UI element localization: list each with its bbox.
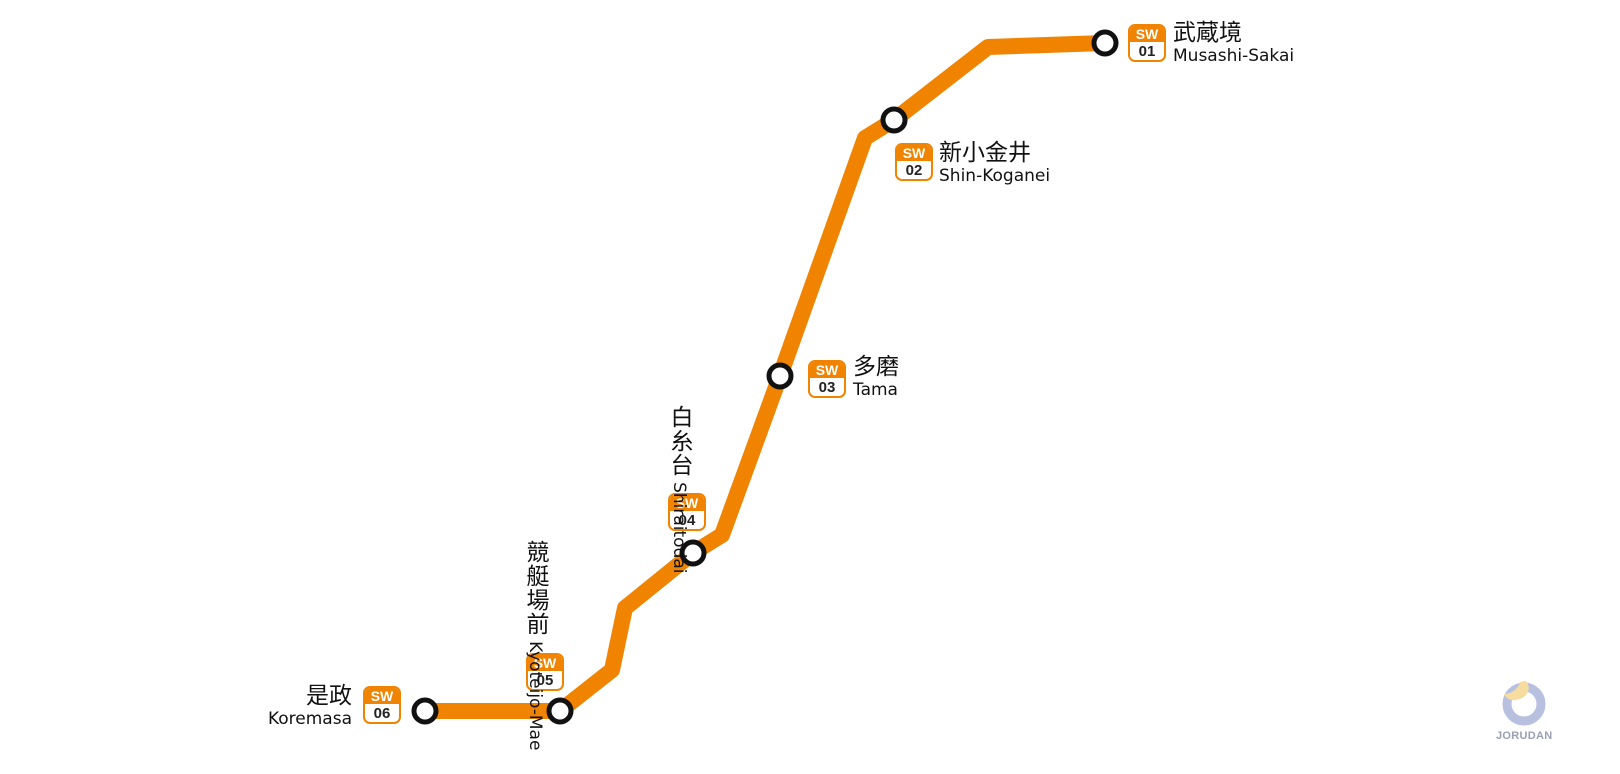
station-name-en: Koremasa: [267, 709, 352, 729]
station-number-badge-sw03: SW 03: [808, 360, 846, 398]
station-number: 05: [536, 672, 554, 689]
station-number-badge-sw06: SW 06: [363, 686, 401, 724]
station-name-jp: 新小金井: [939, 140, 1031, 166]
jorudan-logo-icon: [1502, 681, 1546, 726]
line-seibu-tamagawa: [425, 35, 1106, 719]
station-name-jp: 多磨: [853, 354, 899, 380]
station-number-badge-sw01: SW 01: [1128, 24, 1166, 62]
station-number-badge-sw05: SW 05: [526, 653, 564, 691]
station-number: 01: [1138, 43, 1156, 60]
station-label-sw01[interactable]: 武蔵境 Musashi-Sakai: [1173, 20, 1294, 66]
station-number: 04: [678, 512, 696, 529]
station-name-jp: 武蔵境: [1173, 20, 1242, 46]
station-name-en: Kyoteijo-Mae: [525, 641, 545, 751]
station-label-sw06[interactable]: 是政 Koremasa: [268, 683, 352, 729]
station-marker-sw06[interactable]: [411, 697, 439, 725]
station-name-jp: 白糸台: [666, 405, 692, 477]
logo-text: JORUDAN: [1496, 730, 1553, 742]
line-code: SW: [897, 145, 931, 161]
line-code: SW: [670, 495, 704, 511]
station-number-badge-sw04: SW 04: [668, 493, 706, 531]
station-name-en: Tama: [853, 380, 898, 400]
station-marker-sw05[interactable]: [546, 697, 574, 725]
station-name-en: Shiraitodai: [669, 482, 689, 574]
station-name-jp: 競艇場前: [522, 540, 548, 636]
station-number: 02: [905, 162, 923, 179]
station-marker-sw01[interactable]: [1091, 29, 1119, 57]
jorudan-logo: JORUDAN: [1496, 678, 1554, 768]
station-name-en: Musashi-Sakai: [1173, 46, 1295, 66]
station-number: 03: [818, 379, 836, 396]
station-markers: [411, 29, 1119, 725]
line-code: SW: [1130, 26, 1164, 42]
line-code: SW: [365, 688, 399, 704]
line-code: SW: [810, 362, 844, 378]
station-number: 06: [373, 705, 391, 722]
line-code: SW: [528, 655, 562, 671]
station-marker-sw04[interactable]: [679, 539, 707, 567]
station-name-jp: 是政: [306, 683, 352, 709]
station-number-badge-sw02: SW 02: [895, 143, 933, 181]
station-label-sw03[interactable]: 多磨 Tama: [853, 354, 899, 400]
station-label-sw05[interactable]: 競艇場前 Kyoteijo-Mae: [518, 522, 552, 750]
station-name-en: Shin-Koganei: [939, 166, 1051, 186]
station-label-sw04[interactable]: 白糸台 Shiraitodai: [662, 383, 696, 574]
station-label-sw02[interactable]: 新小金井 Shin-Koganei: [939, 140, 1050, 186]
station-marker-sw02[interactable]: [880, 106, 908, 134]
station-marker-sw03[interactable]: [766, 362, 794, 390]
